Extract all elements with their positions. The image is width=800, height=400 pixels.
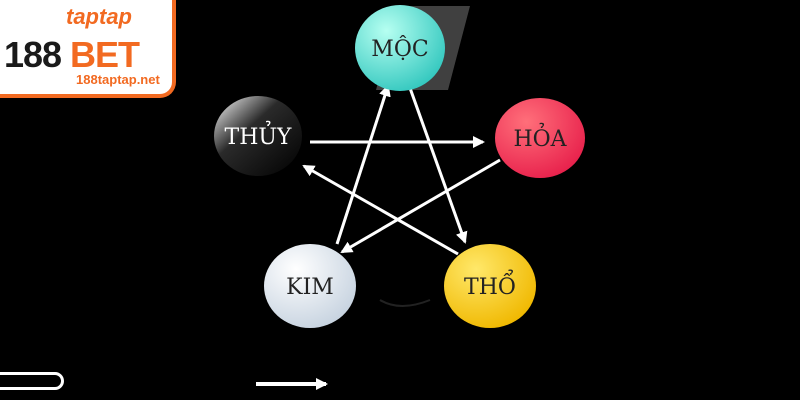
logo-bet-text: BET (70, 34, 140, 75)
kim-circle (264, 244, 356, 328)
decorative-pill-outline (0, 372, 64, 390)
brand-logo: taptap 188 BET 188taptap.net (0, 0, 176, 98)
arrow-kim-to-moc (335, 84, 391, 245)
thuy-circle (214, 96, 302, 176)
hoa-circle (495, 98, 585, 178)
arrow-hoa-to-kim (340, 158, 501, 254)
moc-circle (355, 5, 445, 91)
thuy-label: THỦY (225, 120, 292, 150)
kim-label: KIM (286, 275, 334, 300)
arrow-group (302, 84, 501, 256)
tho-circle (444, 244, 536, 328)
logo-taptap-text: taptap (66, 4, 132, 29)
element-moc: MỘC (355, 5, 445, 91)
arrow-moc-to-tho (408, 87, 468, 244)
element-kim: KIM (264, 244, 356, 328)
element-thuy: THỦY (214, 96, 302, 176)
logo-site-url: 188taptap.net (76, 72, 160, 87)
hoa-label: HỎA (513, 122, 567, 152)
logo-number: 188 (4, 34, 62, 75)
arrow-tho-to-thuy (302, 164, 459, 256)
element-hoa: HỎA (495, 98, 585, 178)
element-tho: THỔ (444, 244, 536, 328)
moc-label: MỘC (371, 36, 428, 62)
decorative-arc (379, 299, 431, 307)
